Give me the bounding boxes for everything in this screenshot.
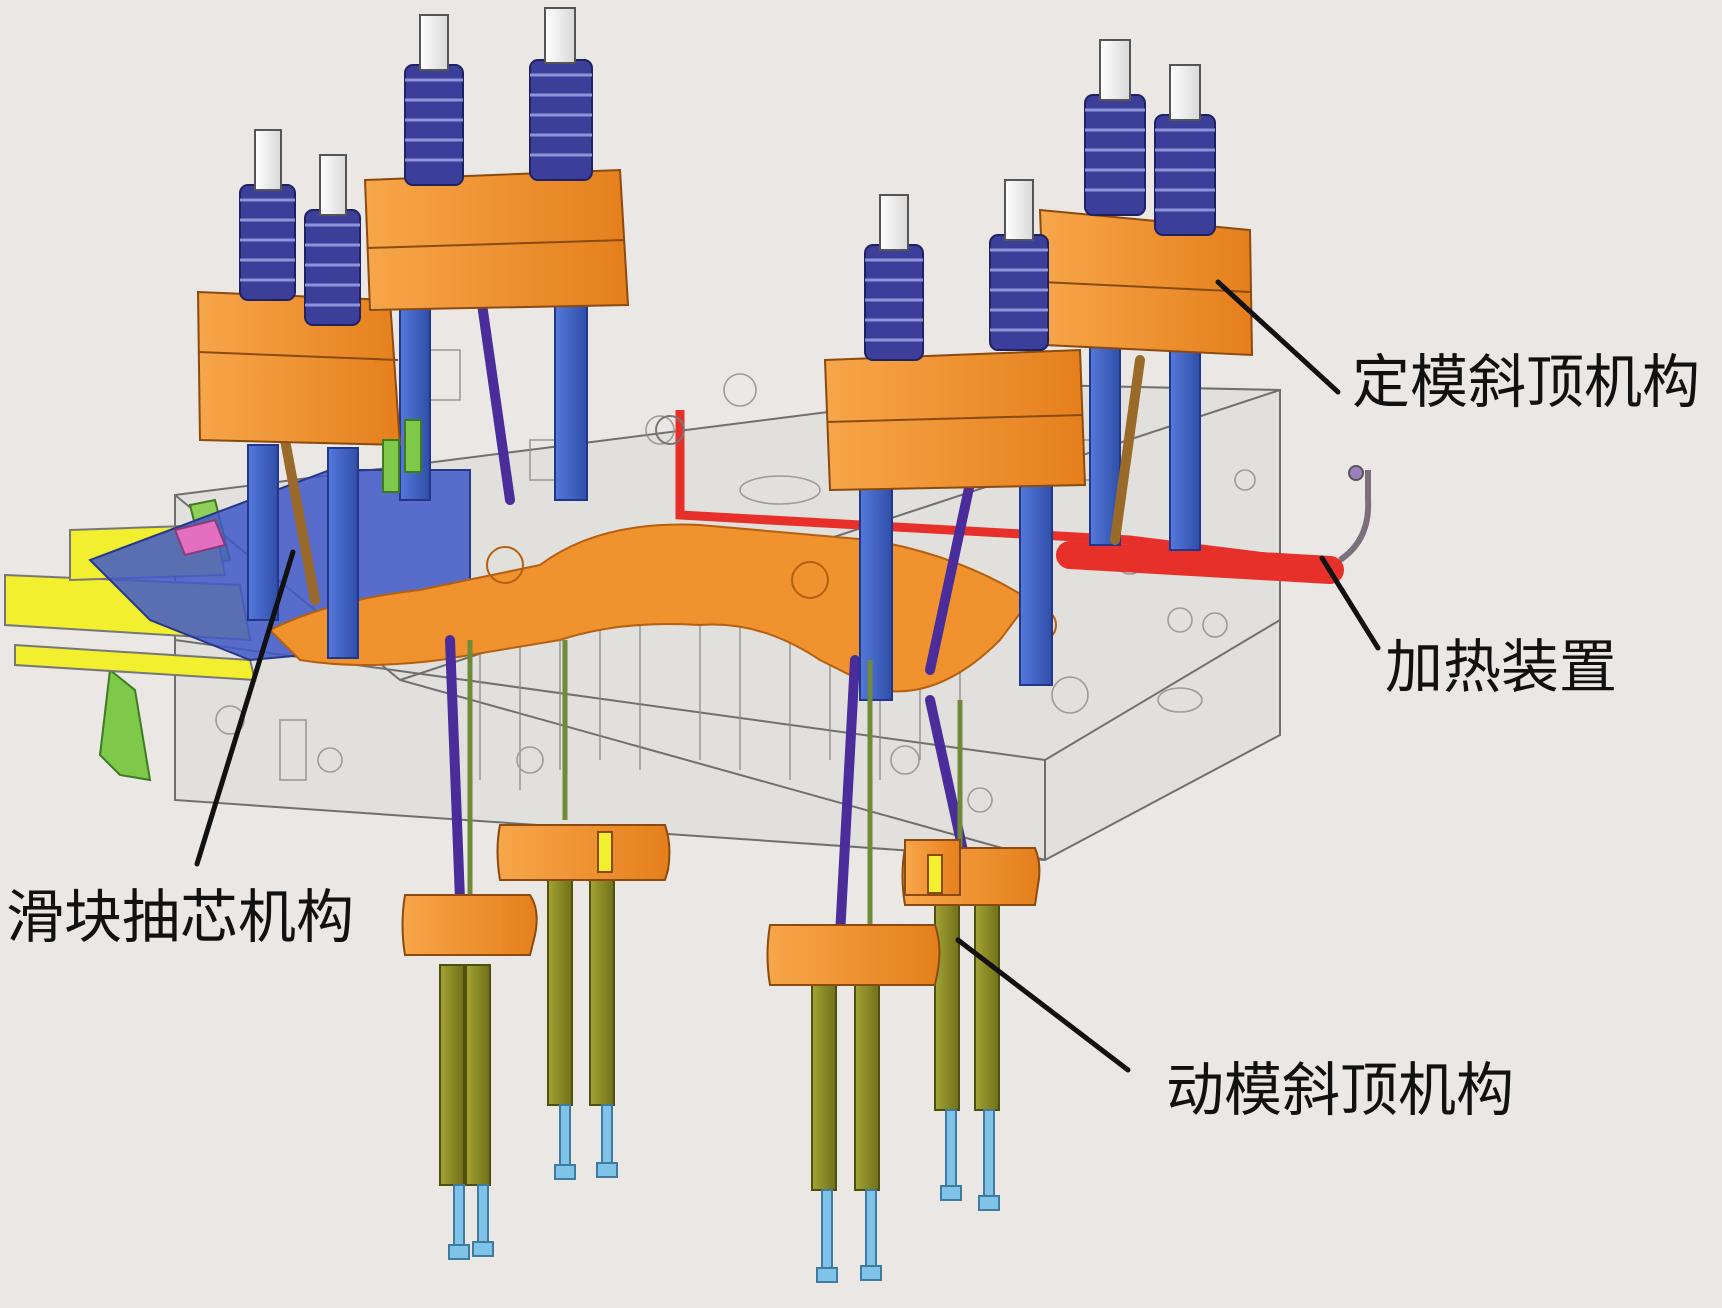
leader-fixed-mold-lifter	[1215, 279, 1341, 395]
ejector-guide-lines	[467, 640, 963, 940]
angled-pins	[280, 355, 1145, 605]
fixed-mold-lifter-blocks	[196, 168, 1254, 492]
screws	[448, 1104, 1000, 1283]
label-slider-core-pulling: 滑块抽芯机构	[6, 883, 355, 951]
heating-device	[655, 410, 1372, 584]
leader-lines	[194, 279, 1381, 1073]
label-moving-mold-lifter: 动模斜顶机构	[1166, 1056, 1515, 1124]
orange-part	[268, 523, 1057, 693]
springs	[239, 59, 1216, 361]
label-fixed-mold-lifter: 定模斜顶机构	[1352, 348, 1701, 416]
moving-mold-lifter-blocks	[401, 824, 1041, 986]
spring-coils	[240, 73, 1215, 342]
leader-heating-device	[1319, 555, 1381, 651]
label-heating-device: 加热装置	[1385, 633, 1618, 701]
leader-moving-mold-lifter	[955, 937, 1131, 1073]
ejector-rods	[439, 869, 1000, 1191]
green-inserts	[382, 419, 422, 493]
leader-slider	[194, 549, 296, 867]
white-posts	[254, 7, 1201, 251]
